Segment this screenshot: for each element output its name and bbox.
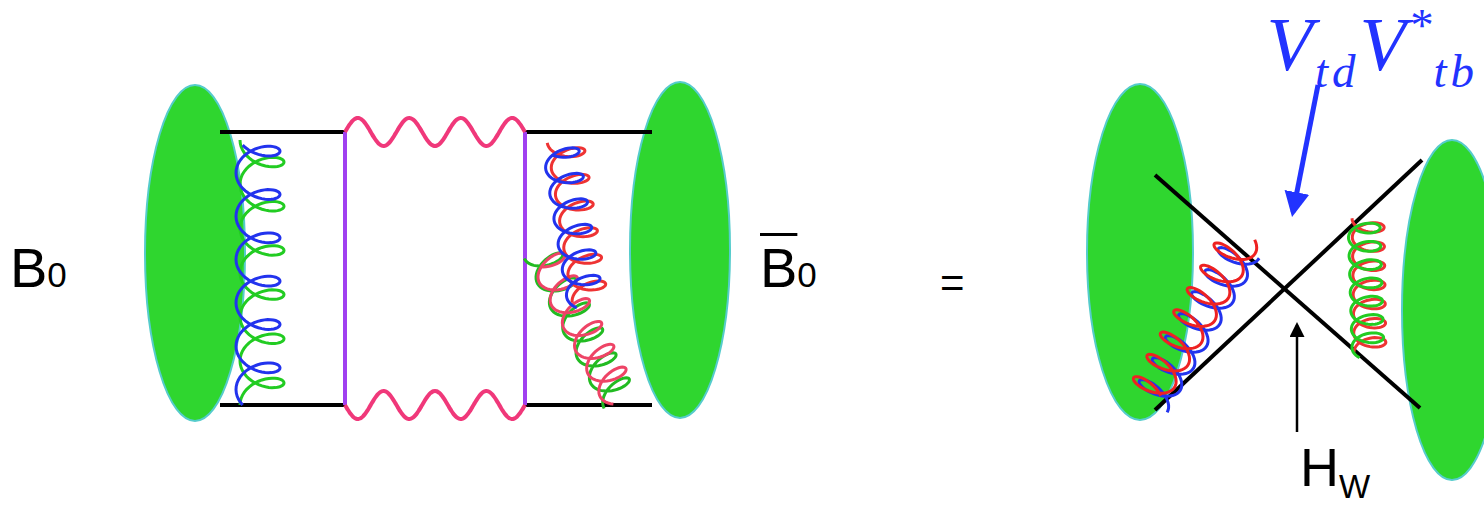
gluon-line [1133,240,1256,396]
quark-line [525,130,652,134]
equals-sign: = [940,262,965,304]
meson-label: B0 [760,240,817,296]
w-boson-line [345,391,525,419]
quark-line [1155,160,1422,410]
meson-blob [1402,140,1484,480]
pointer-arrow [1296,325,1299,432]
gluon-line [1139,248,1259,413]
top-quark-line [343,132,347,405]
meson-label: B0 [10,240,67,296]
gluon-line [1349,223,1384,358]
quark-line [525,403,652,407]
gluon-line [538,253,626,404]
gluon-line [546,148,600,308]
w-boson-line [345,118,525,146]
gluon-line [236,145,280,405]
top-quark-line [523,132,527,405]
meson-blob [145,85,245,421]
gluon-line [524,253,629,409]
quark-line [220,130,345,134]
hamiltonian-label: HW [1300,440,1370,503]
ckm-factor: VtdV*tb [1267,2,1479,95]
pointer-arrow [1293,85,1318,212]
